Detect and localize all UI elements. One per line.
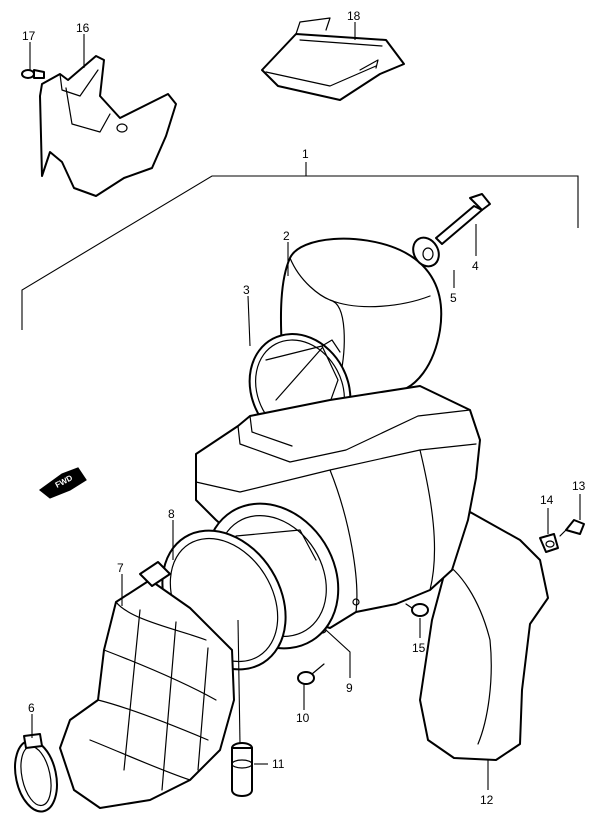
- callout-1: 1: [302, 147, 309, 161]
- leader-lines: [29, 22, 581, 790]
- part-11-drain-plug: [231, 742, 253, 797]
- callout-4: 4: [472, 259, 479, 273]
- callout-16: 16: [76, 21, 90, 35]
- part-10-screw: [297, 663, 325, 685]
- callout-9: 9: [346, 681, 353, 695]
- part-14-collar: [539, 533, 559, 553]
- part-13-bolt: [559, 519, 585, 537]
- callout-18: 18: [347, 9, 361, 23]
- part-1-assembly-bracket: [21, 162, 579, 330]
- callout-8: 8: [168, 507, 175, 521]
- callout-17: 17: [22, 29, 36, 43]
- callout-11: 11: [272, 757, 285, 771]
- part-16-bracket: [39, 55, 177, 197]
- callout-5: 5: [450, 291, 457, 305]
- part-4-wing-screw: [435, 193, 491, 245]
- callout-12: 12: [480, 793, 494, 807]
- part-7-intake-boot: [59, 561, 235, 809]
- callout-15: 15: [412, 641, 426, 655]
- callout-13: 13: [572, 479, 586, 493]
- callout-2: 2: [283, 229, 290, 243]
- callout-3: 3: [243, 283, 250, 297]
- callout-6: 6: [28, 701, 35, 715]
- part-18-cover-plate: [261, 17, 405, 101]
- part-12-drain-duct: [419, 511, 549, 761]
- part-17-bolt: [21, 69, 45, 79]
- part-5-washer: [412, 236, 440, 268]
- callout-labels: 1 2 3 4 5 6 7 8 9 10 11 12 13 14 15 16 1…: [22, 9, 586, 807]
- fwd-direction-arrow: FWD: [39, 467, 87, 499]
- callout-7: 7: [117, 561, 124, 575]
- air-cleaner-box: [195, 385, 481, 634]
- part-6-hose-clamp: [14, 733, 58, 813]
- part-15-bolt: [405, 603, 429, 617]
- callout-14: 14: [540, 493, 554, 507]
- callout-10: 10: [296, 711, 310, 725]
